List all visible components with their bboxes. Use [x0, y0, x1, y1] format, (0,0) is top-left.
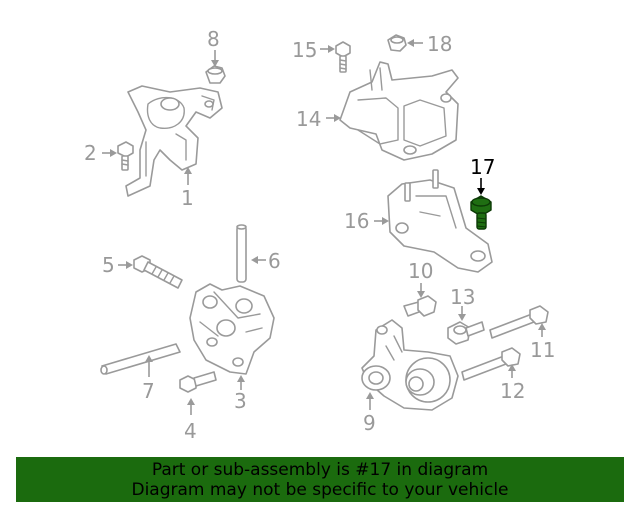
banner-line-2: Diagram may not be specific to your vehi…: [131, 479, 509, 500]
callout-7[interactable]: 7: [142, 379, 155, 403]
part-2-bolt[interactable]: [117, 141, 134, 171]
parts-diagram: 8 1 2 15 18: [84, 27, 555, 443]
callout-13[interactable]: 13: [450, 285, 475, 309]
part-7-long-bolt[interactable]: [100, 343, 181, 375]
part-11-long-bolt[interactable]: [489, 305, 549, 339]
callout-8[interactable]: 8: [207, 27, 220, 51]
callout-16[interactable]: 16: [344, 209, 369, 233]
part-14-engine-mount[interactable]: [339, 61, 459, 161]
callout-3[interactable]: 3: [234, 389, 247, 413]
callout-18[interactable]: 18: [427, 32, 452, 56]
callout-2[interactable]: 2: [84, 141, 97, 165]
part-4-bolt[interactable]: [179, 371, 217, 393]
callout-6[interactable]: 6: [268, 249, 281, 273]
callout-15[interactable]: 15: [292, 38, 317, 62]
part-6-stud[interactable]: [236, 224, 247, 283]
callout-5[interactable]: 5: [102, 253, 115, 277]
part-10-bolt[interactable]: [403, 295, 437, 317]
part-17-bolt-highlighted[interactable]: [470, 195, 492, 230]
part-12-long-bolt[interactable]: [461, 347, 521, 381]
part-1-mount-bracket[interactable]: [125, 85, 223, 197]
part-16-bracket[interactable]: [387, 169, 493, 273]
part-8-nut[interactable]: [205, 65, 226, 84]
part-15-bolt[interactable]: [335, 41, 351, 73]
callout-11[interactable]: 11: [530, 338, 555, 362]
callout-1[interactable]: 1: [181, 186, 194, 210]
part-9-bushing-mount[interactable]: [361, 319, 459, 411]
callout-12[interactable]: 12: [500, 379, 525, 403]
callout-17[interactable]: 17: [470, 155, 495, 179]
callout-9[interactable]: 9: [363, 411, 376, 435]
callout-14[interactable]: 14: [296, 107, 321, 131]
part-18-nut[interactable]: [387, 34, 407, 52]
banner-line-1: Part or sub-assembly is #17 in diagram: [151, 459, 489, 480]
part-13-bolt[interactable]: [447, 321, 485, 345]
callout-10[interactable]: 10: [408, 259, 433, 283]
callout-4[interactable]: 4: [184, 419, 197, 443]
info-banner: Part or sub-assembly is #17 in diagram D…: [16, 457, 624, 502]
part-5-bolt[interactable]: [133, 255, 183, 289]
part-3-transmission-bracket[interactable]: [189, 283, 275, 375]
